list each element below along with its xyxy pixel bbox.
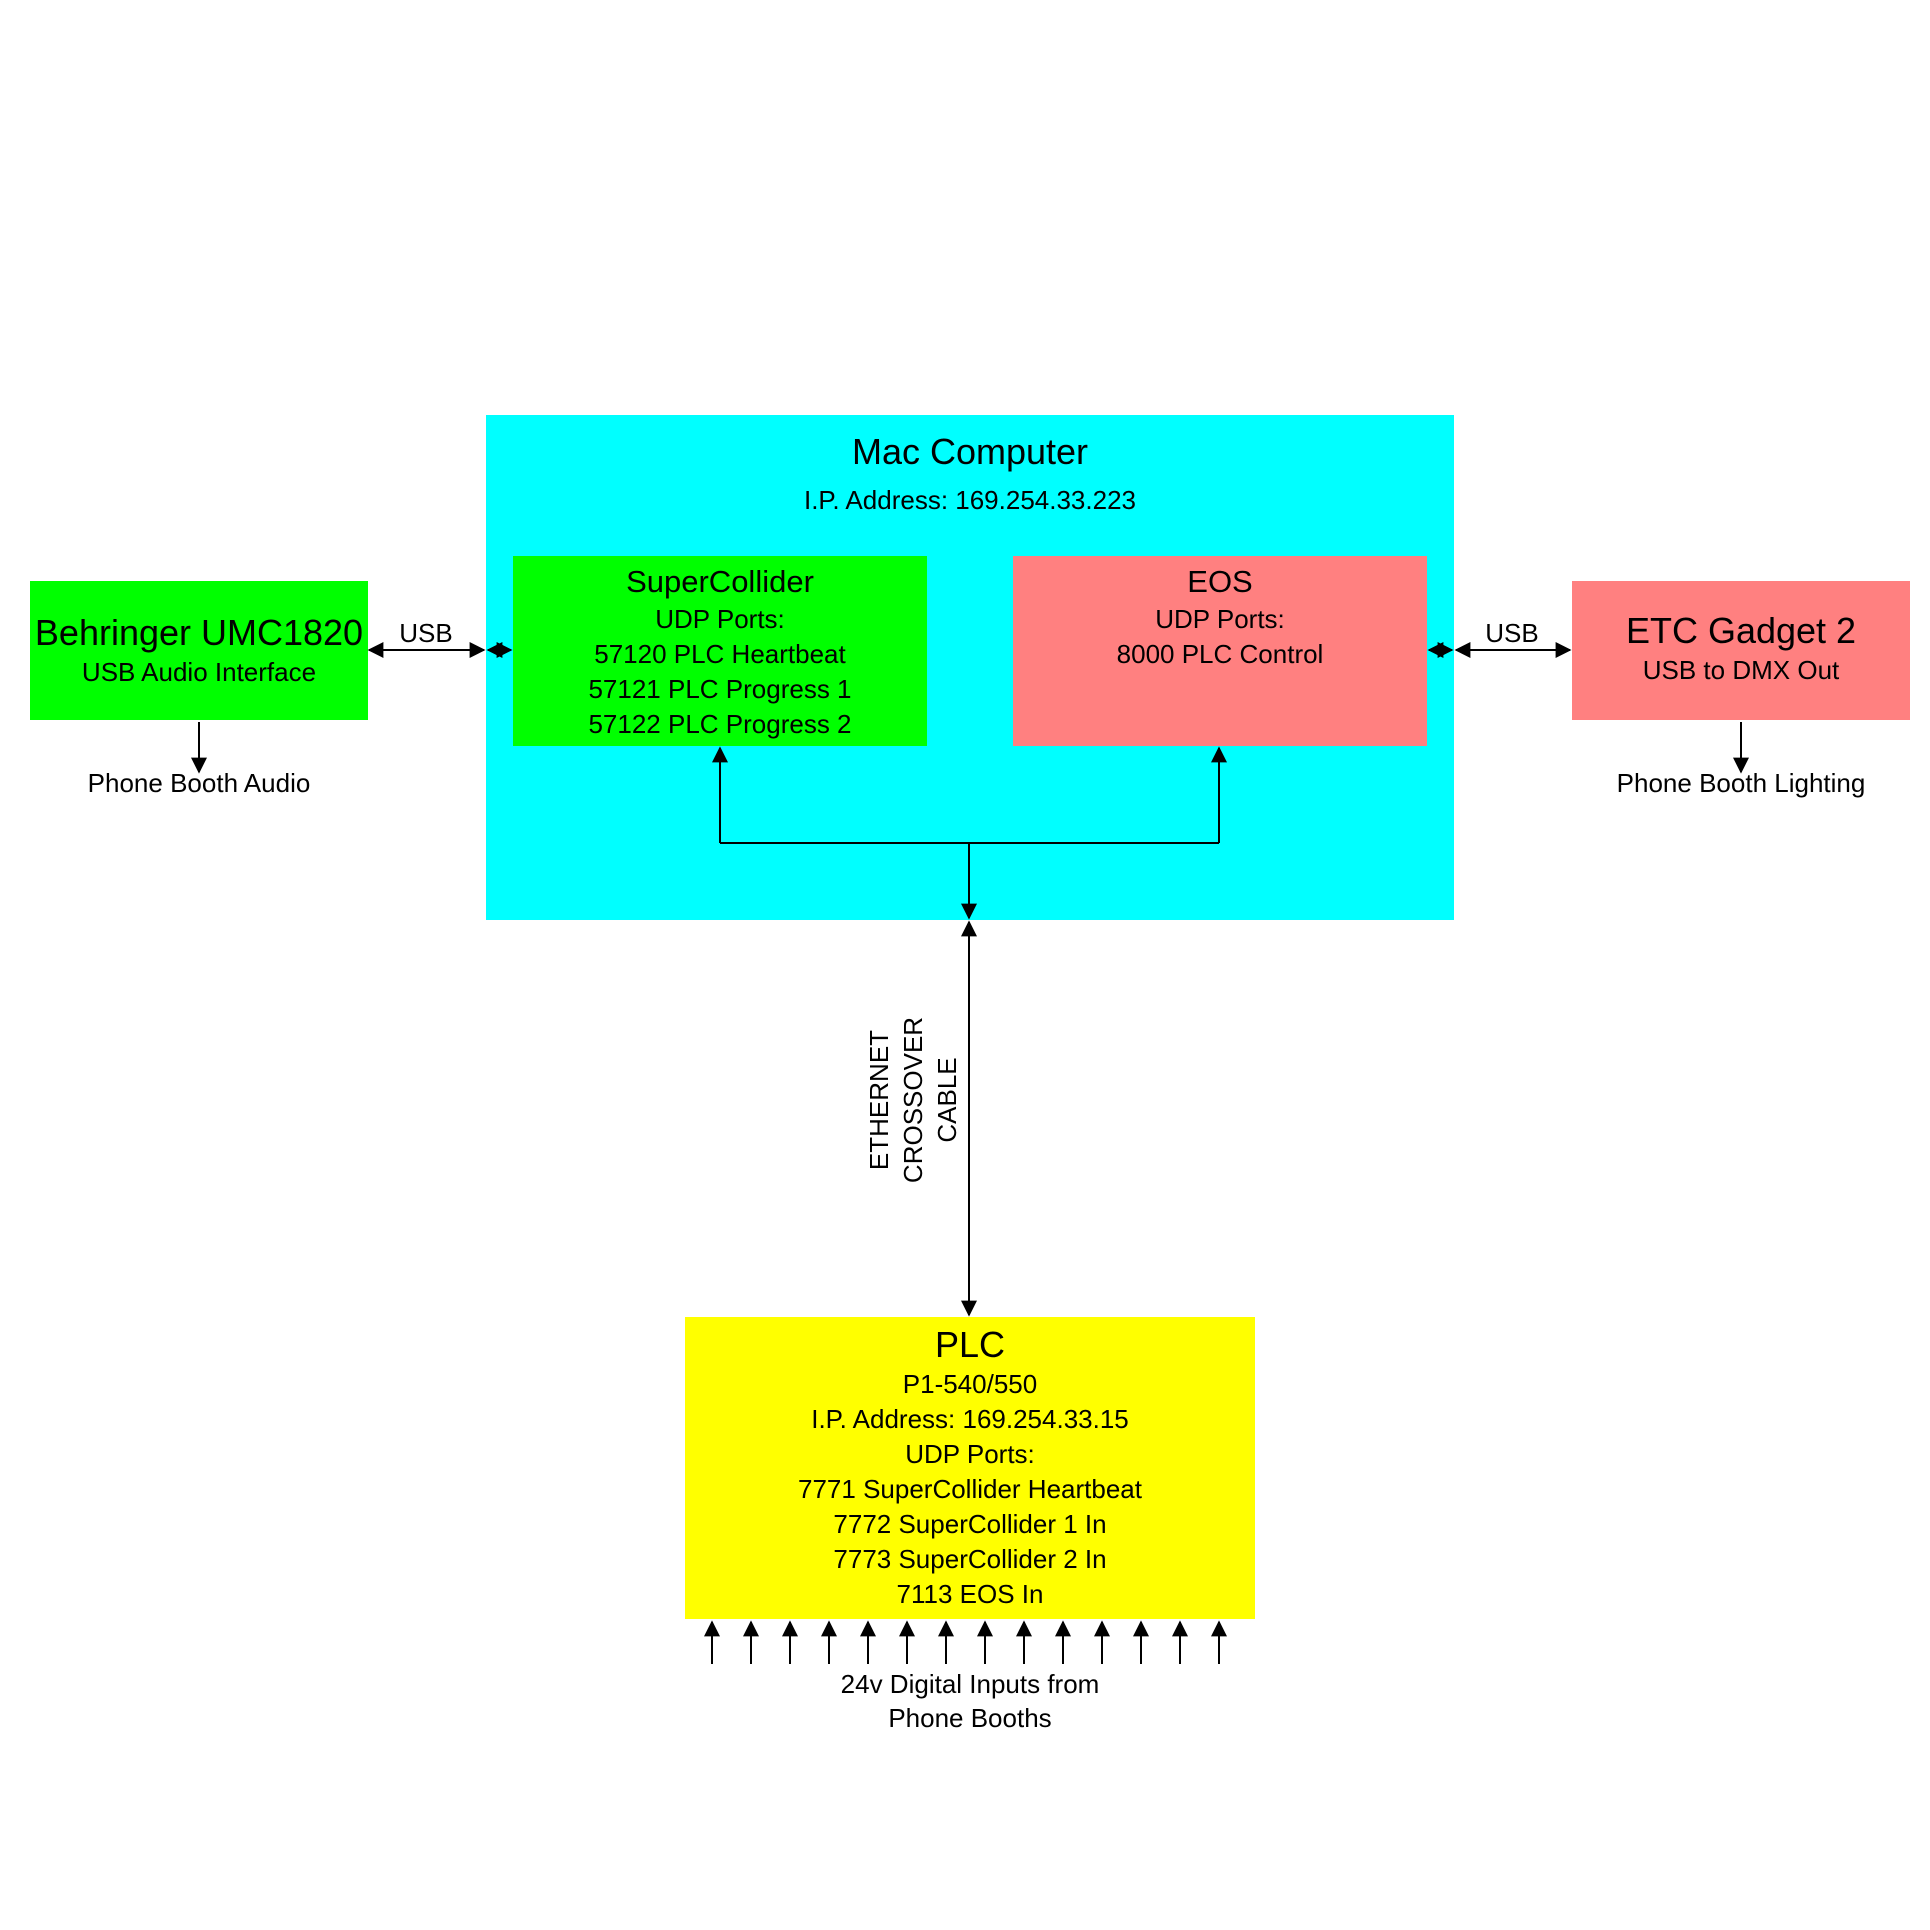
- plc-title: PLC: [934, 1324, 1006, 1365]
- mac-computer-title: Mac Computer: [851, 431, 1089, 472]
- phone-booth-audio-label: Phone Booth Audio: [87, 768, 311, 798]
- digital-inputs-label: 24v Digital Inputs from Phone Booths: [770, 1667, 1170, 1735]
- eos-box: EOS UDP Ports: 8000 PLC Control: [1013, 556, 1427, 746]
- plc-box: PLC P1-540/550 I.P. Address: 169.254.33.…: [685, 1317, 1255, 1619]
- cable-label-line: CABLE: [932, 1057, 962, 1143]
- digital-inputs-line: Phone Booths: [888, 1703, 1052, 1733]
- behringer-title: Behringer UMC1820: [34, 612, 364, 653]
- etc-gadget-subtitle: USB to DMX Out: [1642, 655, 1840, 685]
- eos-line: 8000 PLC Control: [1116, 639, 1324, 669]
- ethernet-cable-label: ETHERNET CROSSOVER CABLE: [862, 990, 964, 1210]
- plc-line: 7771 SuperCollider Heartbeat: [798, 1474, 1142, 1504]
- phone-booth-lighting-label: Phone Booth Lighting: [1616, 768, 1866, 798]
- plc-line: 7772 SuperCollider 1 In: [833, 1509, 1107, 1539]
- plc-line: 7773 SuperCollider 2 In: [833, 1544, 1107, 1574]
- digital-inputs-line: 24v Digital Inputs from: [840, 1669, 1100, 1699]
- supercollider-box: SuperCollider UDP Ports: 57120 PLC Heart…: [513, 556, 927, 746]
- supercollider-line: 57120 PLC Heartbeat: [594, 639, 846, 669]
- usb-label-right: USB: [1485, 618, 1539, 648]
- cable-label-line: ETHERNET: [864, 1029, 894, 1171]
- cable-label-line: CROSSOVER: [898, 1016, 928, 1184]
- usb-label-left: USB: [399, 618, 453, 648]
- supercollider-line: 57122 PLC Progress 2: [588, 709, 852, 739]
- supercollider-title: SuperCollider: [626, 564, 814, 599]
- digital-input-arrows: [704, 1620, 1227, 1664]
- plc-line: I.P. Address: 169.254.33.15: [811, 1404, 1129, 1434]
- etc-gadget-box: ETC Gadget 2 USB to DMX Out: [1572, 581, 1910, 720]
- eos-title: EOS: [1187, 564, 1253, 599]
- supercollider-line: 57121 PLC Progress 1: [588, 674, 852, 704]
- mac-computer-ip: I.P. Address: 169.254.33.223: [803, 485, 1136, 515]
- behringer-box: Behringer UMC1820 USB Audio Interface: [30, 581, 368, 720]
- eos-line: UDP Ports:: [1155, 604, 1285, 634]
- behringer-subtitle: USB Audio Interface: [81, 657, 317, 687]
- supercollider-line: UDP Ports:: [655, 604, 785, 634]
- plc-line: UDP Ports:: [905, 1439, 1035, 1469]
- etc-gadget-title: ETC Gadget 2: [1625, 610, 1857, 651]
- plc-line: P1-540/550: [902, 1369, 1038, 1399]
- plc-line: 7113 EOS In: [896, 1579, 1044, 1609]
